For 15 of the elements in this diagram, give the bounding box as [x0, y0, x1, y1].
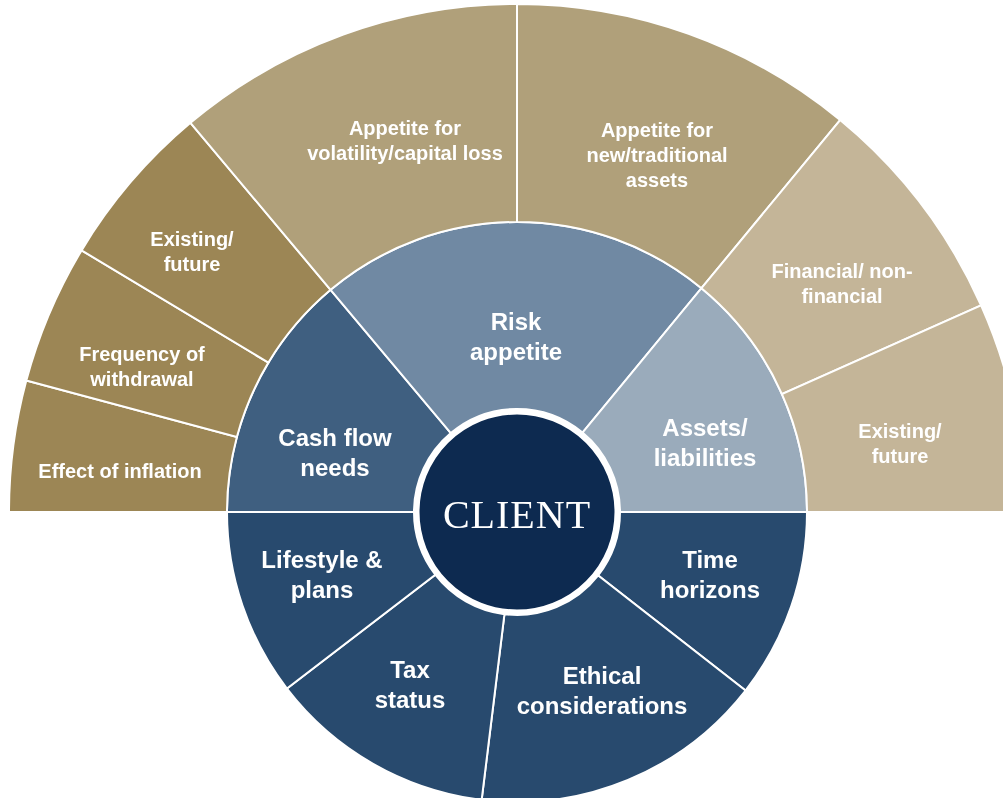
center-title: CLIENT — [441, 491, 593, 539]
segment-label: Ethical considerations — [515, 661, 689, 721]
segment-label: Risk appetite — [469, 307, 563, 367]
segment-label: Assets/ liabilities — [652, 413, 758, 473]
segment-label: Time horizons — [659, 545, 761, 605]
segment-label: Appetite for volatility/capital loss — [306, 116, 504, 166]
segment-label: Frequency of withdrawal — [78, 342, 206, 392]
segment-label: Financial/ non-financial — [770, 259, 914, 309]
segment-label: Existing/ future — [857, 419, 943, 469]
segment-label: Appetite for new/traditional assets — [585, 117, 729, 193]
segment-label: Tax status — [373, 655, 447, 715]
segment-label: Cash flow needs — [277, 423, 393, 483]
segment-label: Lifestyle & plans — [260, 545, 384, 605]
segment-label: Existing/ future — [149, 227, 235, 277]
segment-label: Effect of inflation — [37, 458, 203, 484]
